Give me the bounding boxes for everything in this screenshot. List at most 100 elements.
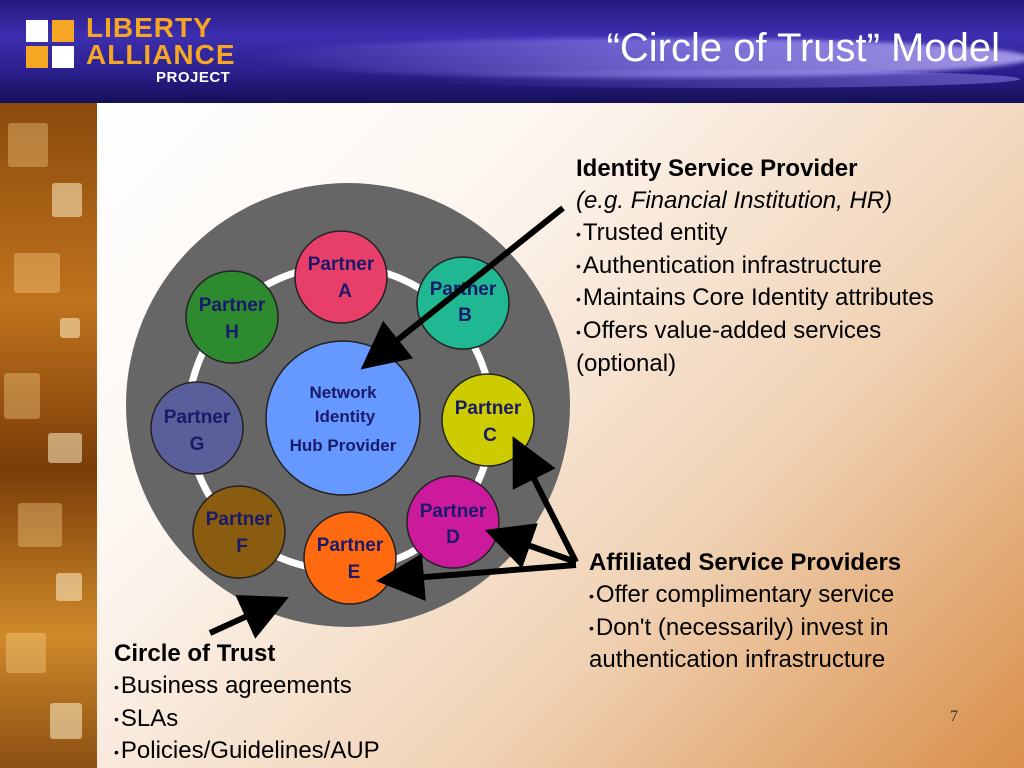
header-bar: LIBERTY ALLIANCE PROJECT “Circle of Trus…	[0, 0, 1024, 103]
arrow-to-partner-d	[484, 523, 577, 569]
hub-circle	[265, 340, 421, 496]
bokeh-square	[48, 433, 82, 463]
bokeh-square	[56, 573, 82, 601]
partner-label: Partner	[420, 501, 487, 522]
partner-node-b: Partner B	[416, 256, 510, 350]
partner-circle	[192, 485, 286, 579]
arrow-to-partner-c	[512, 436, 579, 564]
partner-node-f: Partner F	[192, 485, 286, 579]
logo-line-2: ALLIANCE	[86, 39, 236, 70]
arrow-to-trust-ring	[208, 595, 289, 639]
partner-node-e: Partner E	[303, 511, 397, 605]
logo-square-icon	[52, 46, 74, 68]
partner-label: Partner	[199, 295, 266, 316]
decorative-side-strip	[0, 103, 97, 768]
bokeh-square	[8, 123, 48, 167]
partner-circle	[294, 230, 388, 324]
slide-title: “Circle of Trust” Model	[606, 26, 1000, 70]
partner-node-h: Partner H	[185, 270, 279, 364]
identity-provider-description: Identity Service Provider (e.g. Financia…	[576, 153, 1016, 380]
partner-letter: B	[458, 305, 472, 326]
partner-letter: E	[348, 562, 361, 583]
hub-label-line-1: Network	[309, 383, 377, 402]
bullet-text: Authentication infrastructure	[582, 251, 882, 279]
list-item: •Authentication infrastructure	[576, 250, 1016, 283]
partner-letter: H	[225, 322, 239, 343]
partner-letter: C	[483, 425, 497, 446]
partner-circle	[185, 270, 279, 364]
bullet-icon: •	[114, 743, 119, 760]
identity-provider-heading: Identity Service Provider	[576, 155, 858, 182]
partner-circle	[441, 373, 535, 467]
logo-line-3: PROJECT	[156, 69, 231, 86]
bullet-icon: •	[589, 620, 594, 637]
partner-circle	[406, 475, 500, 569]
bokeh-square	[52, 183, 82, 217]
bullet-text: Policies/Guidelines/AUP	[120, 737, 380, 765]
partner-letter: F	[236, 536, 248, 557]
bullet-text: Don't (necessarily) invest in	[595, 613, 889, 641]
header-light-streak	[250, 38, 1024, 78]
affiliated-heading: Affiliated Service Providers	[589, 549, 902, 576]
bullet-text: Offer complimentary service	[595, 581, 895, 608]
partner-label: Partner	[164, 407, 231, 428]
partner-node-g: Partner G	[150, 381, 244, 475]
bullet-icon: •	[114, 678, 119, 695]
liberty-alliance-logo: LIBERTY ALLIANCE PROJECT	[20, 12, 260, 94]
circle-of-trust-heading: Circle of Trust	[114, 640, 276, 667]
list-item: •SLAs	[114, 703, 494, 736]
bokeh-square	[4, 373, 40, 419]
partner-circle	[416, 256, 510, 350]
bullet-icon: •	[576, 225, 581, 242]
bullet-text: Offers value-added services	[582, 316, 882, 344]
logo-square-icon	[26, 46, 48, 68]
partner-label: Partner	[317, 535, 384, 556]
hub-label-line-2: Identity	[315, 407, 376, 426]
bokeh-square	[14, 253, 60, 293]
bullet-icon: •	[589, 587, 594, 604]
bullet-text: Business agreements	[120, 672, 352, 699]
bullet-icon: •	[576, 290, 581, 307]
affiliated-providers-description: Affiliated Service Providers •Offer comp…	[589, 547, 1009, 676]
partner-letter: A	[338, 281, 352, 302]
partner-label: Partner	[455, 398, 522, 419]
arrow-to-hub	[360, 205, 565, 370]
logo-line-1: LIBERTY	[86, 12, 213, 43]
bokeh-square	[50, 703, 82, 739]
partner-letter: D	[446, 527, 460, 548]
hub-provider-node: Network Identity Hub Provider	[265, 340, 421, 496]
list-item: •Business agreements	[114, 670, 494, 703]
identity-provider-subtitle: (e.g. Financial Institution, HR)	[576, 187, 893, 214]
hub-label-line-3: Hub Provider	[290, 436, 397, 455]
list-item-continuation: authentication infrastructure	[589, 646, 886, 674]
arrow-to-partner-e	[376, 553, 577, 602]
list-item: •Offer complimentary service	[589, 579, 1009, 612]
partner-node-d: Partner D	[406, 475, 500, 569]
logo-text: LIBERTY ALLIANCE PROJECT	[86, 14, 236, 88]
bullet-text: Maintains Core Identity attributes	[582, 284, 934, 312]
list-item: •Don't (necessarily) invest in	[589, 612, 1009, 645]
logo-square-icon	[26, 20, 48, 42]
bokeh-square	[60, 318, 80, 338]
bullet-icon: •	[576, 258, 581, 275]
logo-square-icon	[52, 20, 74, 42]
bokeh-square	[6, 633, 46, 673]
list-item: •Maintains Core Identity attributes	[576, 282, 1016, 315]
bullet-text: Trusted entity	[582, 219, 728, 246]
list-item: •Offers value-added services	[576, 315, 1016, 348]
list-item: •Trusted entity	[576, 217, 1016, 250]
bullet-icon: •	[576, 323, 581, 340]
bokeh-square	[18, 503, 62, 547]
circle-of-trust-description: Circle of Trust •Business agreements •SL…	[114, 638, 494, 768]
list-item-continuation: (optional)	[576, 349, 677, 377]
partner-circle	[150, 381, 244, 475]
partner-letter: G	[190, 434, 205, 455]
header-light-streak	[420, 70, 1020, 88]
partner-node-c: Partner C	[441, 373, 535, 467]
bullet-icon: •	[114, 711, 119, 728]
partner-circle	[303, 511, 397, 605]
partner-label: Partner	[308, 254, 375, 275]
bullet-text: SLAs	[120, 704, 179, 732]
partner-node-a: Partner A	[294, 230, 388, 324]
